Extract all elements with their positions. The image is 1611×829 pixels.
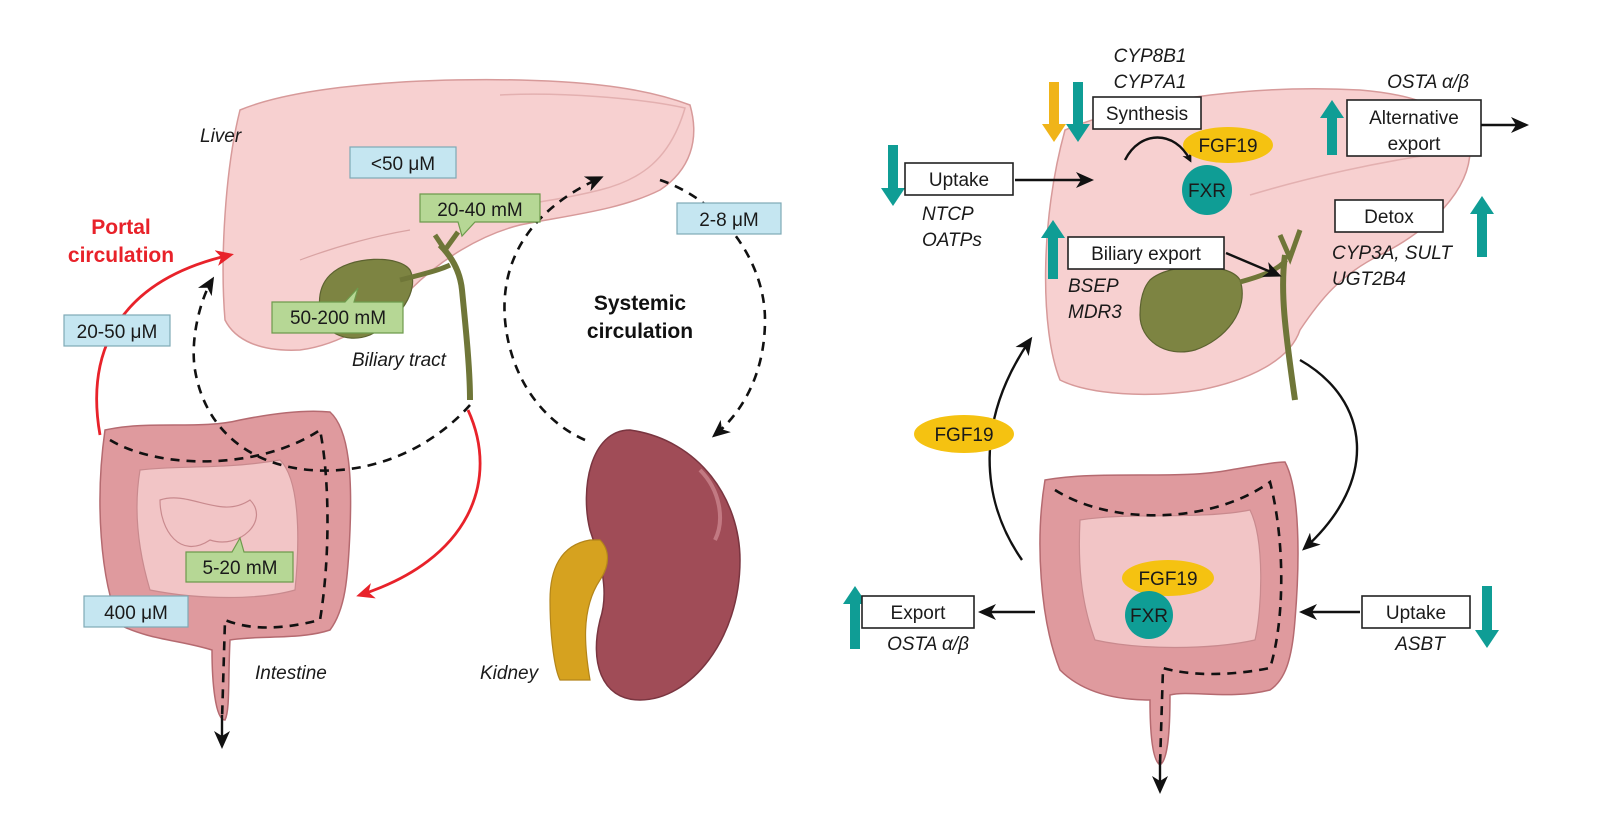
conc-intestine-lumen: 5-20 mM (185, 536, 294, 583)
gene-cyp7a1: CYP7A1 (1114, 72, 1187, 93)
svg-text:50-200 mM: 50-200 mM (290, 308, 386, 329)
systemic-label-line2: circulation (587, 320, 693, 343)
conc-gallbladder: 50-200 mM (271, 287, 404, 334)
systemic-label-line1: Systemic (594, 292, 687, 315)
alt-export-line1: Alternative (1369, 108, 1459, 129)
conc-systemic: 2-8 μM (676, 202, 782, 235)
uptake-liver-box (904, 162, 1014, 196)
portal-return-arrow (988, 336, 1033, 561)
gene-oatps: OATPs (922, 230, 982, 251)
uptake-liver-down-arrow (881, 145, 905, 206)
svg-text:20-50 μM: 20-50 μM (77, 322, 158, 343)
portal-label-line1: Portal (91, 216, 151, 239)
synthesis-box (1092, 96, 1202, 130)
biliary-export-up-arrow (1041, 220, 1065, 279)
kidney-label: Kidney (480, 663, 540, 684)
detox-up-arrow (1470, 196, 1494, 257)
fxr-liver-label: FXR (1188, 181, 1226, 202)
biliary-tract (437, 242, 473, 401)
synthesis-curve-arrow (1123, 136, 1192, 163)
biliary-tract-right (1280, 254, 1298, 401)
biliary-to-gut-arrow (1299, 358, 1359, 551)
biliary-tract-label: Biliary tract (352, 350, 447, 371)
intestine-flow-path-right (1054, 479, 1283, 766)
fgf19-intestine (1122, 560, 1214, 596)
synthesis-down-yellow-arrow (1042, 82, 1066, 142)
synthesis-down-teal-arrow (1066, 82, 1090, 142)
fgf19-liver-label: FGF19 (1198, 136, 1257, 157)
portal-arrow-down (356, 409, 482, 599)
gene-mdr3: MDR3 (1068, 302, 1122, 323)
liver-label: Liver (200, 126, 242, 147)
fgf19-circulating-label: FGF19 (934, 425, 993, 446)
export-int-up-arrow (843, 586, 867, 649)
svg-text:5-20 mM: 5-20 mM (203, 558, 278, 579)
gene-asbt: ASBT (1394, 634, 1446, 655)
uptake-int-label: Uptake (1386, 603, 1446, 624)
uptake-int-down-arrow (1475, 586, 1499, 648)
fxr-intestine (1125, 591, 1173, 639)
alt-export-up-arrow (1320, 100, 1344, 155)
gene-cyp3a-sult: CYP3A, SULT (1332, 243, 1453, 264)
alt-export-box (1346, 99, 1482, 157)
gene-ugt2b4: UGT2B4 (1332, 269, 1406, 290)
gene-cyp8b1: CYP8B1 (1114, 46, 1187, 67)
systemic-dashed-loop-left (503, 176, 604, 442)
svg-text:400 μM: 400 μM (104, 603, 168, 624)
conc-bile-duct: 20-40 mM (419, 193, 541, 238)
conc-liver: <50 μM (349, 146, 457, 179)
biliary-export-box (1067, 236, 1225, 270)
detox-label: Detox (1364, 207, 1414, 228)
detox-box (1334, 199, 1444, 233)
kidney-illustration (549, 429, 741, 701)
synthesis-label: Synthesis (1106, 104, 1188, 125)
gene-bsep: BSEP (1068, 276, 1119, 297)
fxr-intestine-label: FXR (1130, 606, 1168, 627)
fgf19-intestine-label: FGF19 (1138, 569, 1197, 590)
export-int-label: Export (891, 603, 947, 624)
svg-text:20-40 mM: 20-40 mM (437, 200, 523, 221)
gene-ntcp: NTCP (922, 204, 974, 225)
biliary-export-arrow (1225, 251, 1282, 277)
intestine-label: Intestine (255, 663, 327, 684)
uptake-int-box (1361, 595, 1471, 629)
svg-text:2-8 μM: 2-8 μM (699, 210, 759, 231)
portal-label-line2: circulation (68, 244, 174, 267)
gene-osta-intestine: OSTA α/β (887, 634, 969, 655)
conc-colon: 400 μM (83, 595, 189, 628)
intestine-flow-path (109, 427, 329, 721)
conc-portal: 20-50 μM (63, 314, 171, 347)
fgf19-liver (1183, 127, 1273, 163)
gene-osta-liver: OSTA α/β (1387, 72, 1469, 93)
hepatic-portal-dashed-loop (192, 276, 471, 472)
fgf19-circulating (914, 415, 1014, 453)
fxr-liver (1182, 165, 1232, 215)
alt-export-line2: export (1388, 134, 1442, 155)
uptake-liver-label: Uptake (929, 170, 989, 191)
biliary-export-label: Biliary export (1091, 244, 1202, 265)
svg-text:<50 μM: <50 μM (371, 154, 435, 175)
export-int-box (861, 595, 975, 629)
